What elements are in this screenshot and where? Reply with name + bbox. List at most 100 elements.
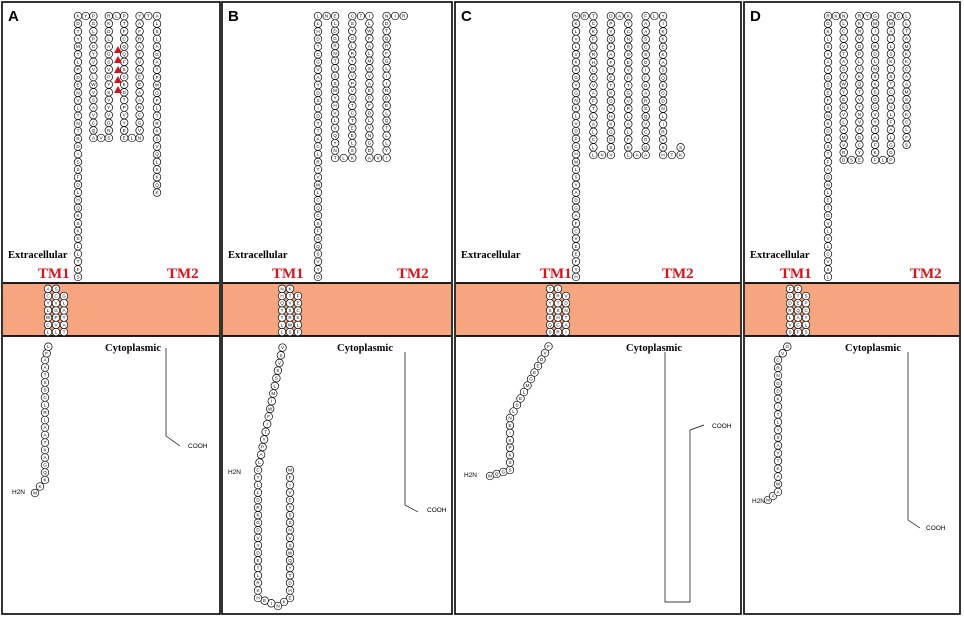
svg-text:T: T: [627, 83, 630, 88]
svg-text:D: D: [107, 29, 111, 34]
amino-acid-residue: M: [839, 133, 848, 142]
svg-text:A: A: [592, 122, 596, 127]
svg-text:R: R: [592, 52, 596, 57]
svg-text:A: A: [776, 490, 780, 495]
svg-text:K: K: [288, 286, 292, 291]
cytoplasmic-label: Cytoplasmic: [105, 343, 161, 354]
svg-text:N: N: [508, 416, 511, 421]
svg-text:E: E: [826, 198, 829, 203]
svg-text:E: E: [256, 558, 259, 563]
svg-text:L: L: [368, 51, 371, 56]
svg-text:K: K: [38, 484, 42, 489]
amino-acid-residue: K: [285, 284, 295, 293]
amino-acid-residue: G: [571, 88, 581, 97]
amino-acid-residue: A: [839, 57, 848, 66]
svg-text:V: V: [574, 52, 578, 57]
amino-acid-residue: A: [89, 103, 98, 112]
amino-acid-residue: H: [571, 272, 581, 282]
amino-acid-residue: I: [870, 27, 880, 36]
svg-text:R: R: [316, 159, 320, 164]
amino-acid-residue: K: [839, 102, 848, 112]
svg-text:L: L: [115, 14, 118, 19]
svg-text:N: N: [574, 14, 577, 19]
amino-acid-residue: L: [348, 41, 357, 51]
amino-acid-residue: F: [589, 35, 598, 44]
c-terminus-label: COOH: [427, 507, 447, 514]
amino-acid-residue: S: [641, 35, 650, 44]
tm2-label: TM2: [910, 266, 942, 282]
svg-text:F: F: [575, 221, 578, 226]
svg-text:C: C: [644, 129, 648, 134]
svg-text:S: S: [609, 145, 612, 150]
svg-text:R: R: [627, 44, 631, 49]
amino-acid-residue: A: [641, 27, 650, 36]
amino-acid-residue: T: [330, 56, 340, 65]
amino-acid-residue: L: [152, 157, 162, 167]
svg-text:D: D: [609, 137, 613, 142]
svg-text:P: P: [54, 315, 57, 320]
svg-text:S: S: [76, 221, 79, 226]
svg-text:L: L: [789, 315, 792, 320]
svg-text:V: V: [574, 121, 578, 126]
svg-text:S: S: [155, 136, 158, 141]
panel-letter: B: [228, 8, 239, 25]
svg-text:F: F: [889, 120, 892, 125]
amino-acid-residue: A: [606, 50, 616, 59]
svg-text:Y: Y: [574, 182, 577, 187]
svg-text:G: G: [873, 14, 877, 19]
amino-acid-residue: A: [624, 119, 633, 129]
amino-acid-residue: A: [589, 119, 598, 129]
amino-acid-residue: P: [348, 79, 357, 88]
amino-acid-residue: L: [152, 103, 162, 113]
amino-acid-residue: Q: [382, 34, 391, 43]
svg-text:G: G: [43, 463, 47, 468]
cytoplasmic-label: Cytoplasmic: [626, 343, 682, 354]
svg-text:Y: Y: [123, 120, 126, 125]
amino-acid-residue: T: [253, 563, 263, 573]
red-triangle-icon: [114, 56, 122, 63]
amino-acid-residue: I: [886, 34, 896, 43]
amino-acid-residue: T: [73, 257, 83, 266]
amino-acid-residue: L: [855, 57, 864, 66]
amino-acid-residue: R: [589, 50, 598, 59]
svg-text:R: R: [351, 51, 355, 56]
amino-acid-residue: K: [658, 35, 668, 44]
amino-acid-residue: F: [544, 342, 553, 351]
svg-text:S: S: [644, 52, 647, 57]
amino-acid-residue: Q: [641, 112, 650, 121]
amino-acid-residue: V: [313, 257, 323, 266]
svg-text:D: D: [540, 357, 544, 362]
amino-acid-residue: I: [267, 397, 276, 406]
svg-text:F: F: [644, 75, 647, 80]
svg-text:C: C: [92, 120, 96, 125]
svg-text:A: A: [905, 36, 909, 41]
svg-text:S: S: [548, 308, 551, 313]
amino-acid-residue: S: [624, 50, 633, 59]
amino-acid-residue: A: [823, 57, 833, 67]
svg-text:V: V: [627, 98, 631, 103]
amino-acid-residue: N: [73, 119, 83, 128]
svg-text:E: E: [662, 83, 665, 88]
amino-acid-residue: T: [606, 65, 616, 75]
svg-text:N: N: [826, 113, 829, 118]
svg-text:R: R: [776, 365, 780, 370]
svg-text:H: H: [316, 29, 319, 34]
svg-text:I: I: [271, 399, 272, 404]
amino-acid-residue: L: [823, 242, 833, 251]
amino-acid-residue: E: [571, 249, 581, 259]
svg-text:H: H: [288, 588, 291, 593]
svg-text:R: R: [385, 43, 389, 48]
amino-acid-residue: P: [120, 11, 129, 21]
amino-acid-residue: L: [571, 111, 581, 120]
svg-text:S: S: [508, 468, 511, 473]
amino-acid-residue: R: [580, 11, 589, 21]
amino-acid-residue: G: [624, 89, 633, 98]
svg-text:T: T: [281, 308, 284, 313]
amino-acid-residue: T: [285, 503, 295, 512]
amino-acid-residue: P: [89, 34, 98, 44]
amino-acid-residue: T: [73, 111, 83, 120]
svg-text:L: L: [575, 44, 578, 49]
svg-text:G: G: [574, 205, 578, 210]
amino-acid-residue: T: [73, 27, 83, 36]
svg-text:L: L: [575, 113, 578, 118]
